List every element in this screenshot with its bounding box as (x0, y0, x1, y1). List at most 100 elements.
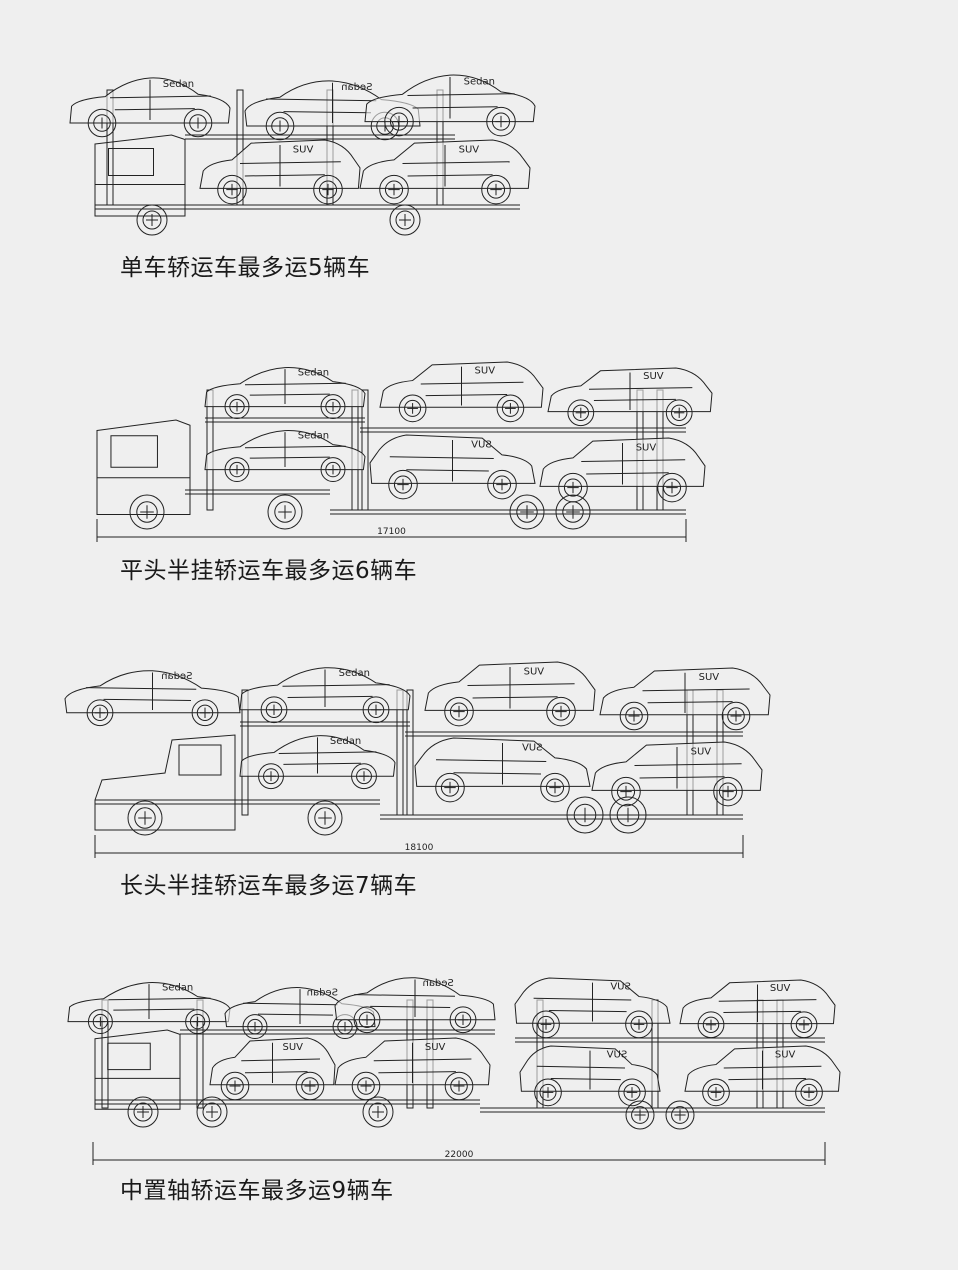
car-type-label: Sedan (161, 671, 192, 682)
sedan-drawing: Sedan (334, 977, 496, 1034)
car-wheel (611, 776, 641, 807)
car-type-label: Sedan (330, 736, 361, 747)
ladder-post (406, 689, 414, 816)
car-wheel (534, 1078, 562, 1107)
suv-drawing: SUV (199, 139, 361, 205)
car-wheel (449, 1006, 477, 1034)
car-type-label: Sedan (464, 76, 495, 87)
car-wheel (546, 696, 576, 727)
car-wheel (183, 108, 213, 138)
truck-wheel (307, 800, 343, 836)
car-wheel (185, 1009, 211, 1035)
car-type-label: SUV (775, 1050, 796, 1061)
sedan-drawing: Sedan (364, 74, 536, 137)
car-wheel (379, 174, 409, 205)
dimension-label: 17100 (377, 527, 406, 537)
suv-drawing: SUV (539, 437, 706, 503)
truck-wheel (196, 1096, 228, 1128)
trailer-wheel (609, 796, 647, 834)
car-wheel (242, 1014, 268, 1040)
car-wheel (191, 699, 219, 727)
trailer-wheel (555, 494, 591, 530)
car-wheel (384, 106, 414, 137)
sedan-drawing: Sedan (239, 667, 411, 724)
car-type-label: SUV (636, 442, 657, 453)
car-type-label: SUV (471, 439, 492, 450)
car-wheel (388, 469, 418, 500)
trailer-wheel (509, 494, 545, 530)
suv-drawing: SUV (369, 434, 536, 500)
car-wheel (435, 772, 465, 803)
car-wheel (351, 763, 377, 790)
car-wheel (258, 763, 284, 790)
car-wheel (795, 1078, 823, 1107)
car-wheel (217, 174, 247, 205)
caption-center-axle: 中置轴轿运车最多运9辆车 (120, 1178, 394, 1204)
car-wheel (657, 472, 687, 503)
car-type-label: SUV (293, 144, 314, 155)
car-wheel (224, 394, 250, 420)
overall-length-dimension: 17100 (96, 519, 687, 542)
overall-length-dimension: 18100 (94, 835, 744, 858)
sedan-drawing: Sedan (67, 982, 231, 1035)
ladder-post (241, 689, 249, 816)
car-wheel (86, 699, 114, 727)
car-wheel (721, 701, 751, 731)
car-wheel (295, 1071, 325, 1101)
car-wheel (790, 1011, 818, 1039)
truck-cab (94, 134, 186, 217)
truck-wheel (127, 1096, 159, 1128)
car-wheel (496, 394, 525, 423)
caption-flat-semi: 平头半挂轿运车最多运6辆车 (120, 558, 418, 584)
car-type-label: SUV (283, 1042, 304, 1053)
truck-cab (94, 1029, 181, 1110)
car-wheel (487, 469, 517, 500)
suv-drawing: SUV (591, 741, 763, 807)
car-type-label: Sedan (339, 668, 370, 679)
truck-wheel (129, 494, 165, 530)
car-type-label: SUV (607, 1050, 628, 1061)
car-wheel (87, 108, 117, 138)
overall-length-dimension: 22000 (92, 1142, 826, 1165)
car-type-label: SUV (459, 144, 480, 155)
sedan-drawing: Sedan (204, 430, 366, 483)
ladder-post (106, 89, 114, 206)
car-wheel (713, 776, 743, 807)
car-wheel (567, 399, 595, 427)
car-type-label: Sedan (163, 79, 194, 90)
car-wheel (540, 772, 570, 803)
car-wheel (486, 106, 516, 137)
truck-wheel (127, 800, 163, 836)
car-type-label: Sedan (298, 367, 329, 378)
suv-drawing: SUV (424, 661, 596, 727)
dimension-label: 18100 (405, 843, 434, 853)
suv-drawing: SUV (684, 1045, 841, 1107)
dimension-label: 22000 (445, 1150, 474, 1160)
ladder-post (206, 389, 214, 511)
ladder-post (361, 389, 369, 511)
car-type-label: SUV (610, 982, 631, 993)
car-wheel (697, 1011, 725, 1039)
car-wheel (398, 394, 427, 423)
car-type-label: Sedan (298, 430, 329, 441)
car-type-label: SUV (691, 746, 712, 757)
car-wheel (351, 1071, 381, 1101)
car-type-label: SUV (770, 983, 791, 994)
car-type-label: SUV (475, 366, 496, 377)
car-wheel (265, 111, 295, 141)
car-wheel (224, 457, 250, 483)
caption-long-nose-semi: 长头半挂轿运车最多运7辆车 (120, 873, 418, 899)
car-type-label: Sedan (307, 987, 338, 998)
truck-wheel (389, 204, 421, 236)
sedan-drawing: Sedan (69, 77, 231, 138)
suv-drawing: SUV (334, 1037, 491, 1101)
suv-drawing: SUV (519, 1045, 661, 1107)
trailer-wheel (665, 1100, 695, 1130)
car-wheel (619, 701, 649, 731)
suv-drawing: SUV (547, 367, 713, 427)
